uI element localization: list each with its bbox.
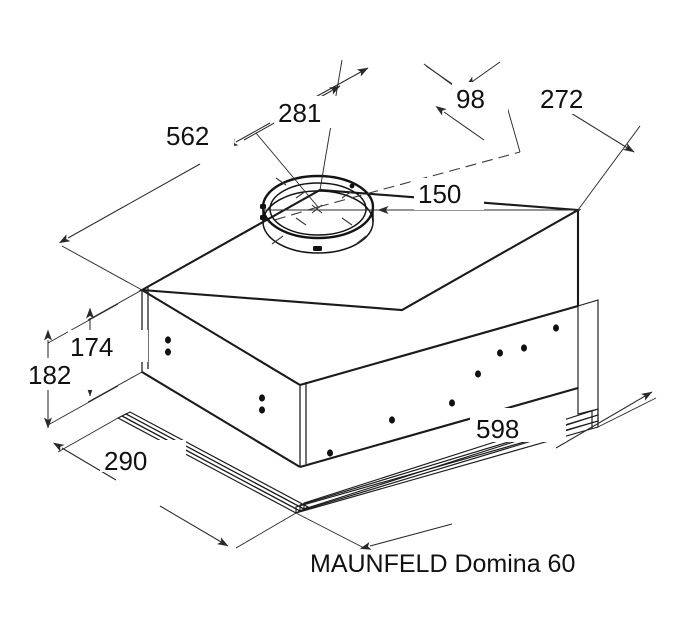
ext-182-top bbox=[47, 303, 119, 344]
dim-label-598: 598 bbox=[476, 414, 519, 444]
ext-182-bottom bbox=[47, 385, 119, 426]
ext-290-left bbox=[57, 417, 119, 453]
dimline-281-b bbox=[309, 67, 369, 101]
dimline-290-a bbox=[52, 442, 117, 481]
duct-collar-inner-lip bbox=[269, 182, 367, 236]
top-dimension-group: 562 281 98 272 bbox=[58, 59, 641, 291]
dim-label-174: 174 bbox=[70, 332, 113, 362]
dimline-290-b bbox=[159, 505, 229, 547]
dim-label-182: 182 bbox=[28, 360, 71, 390]
dimline-598-b bbox=[555, 391, 653, 449]
body-top-face bbox=[142, 190, 578, 310]
ext-174-top bbox=[87, 289, 143, 321]
body-top-left-fold bbox=[141, 289, 301, 386]
dim-label-281: 281 bbox=[278, 98, 321, 128]
ext-598-left bbox=[295, 512, 367, 550]
dim-label-272: 272 bbox=[540, 84, 583, 114]
body-top-right-fold bbox=[299, 304, 579, 387]
body-right-face bbox=[300, 306, 578, 467]
dim-label-290: 290 bbox=[104, 446, 147, 476]
mounting-flange bbox=[116, 299, 599, 514]
flange-width-dimension-group: 598 bbox=[295, 391, 657, 550]
ext-290-right bbox=[235, 512, 297, 549]
dim-label-562: 562 bbox=[166, 121, 209, 151]
vertical-dimension-group: 174 182 bbox=[26, 289, 148, 429]
body-bottom-left bbox=[141, 371, 301, 468]
dimline-562-a bbox=[58, 163, 201, 244]
duct-center-cross bbox=[311, 204, 323, 214]
flange-right-plate bbox=[578, 300, 598, 414]
dimline-98-b bbox=[435, 105, 485, 141]
flange-strip-left-inner2 bbox=[124, 411, 310, 510]
flange-left-edge bbox=[118, 372, 142, 418]
ext-281-duct bbox=[255, 132, 319, 208]
dimline-598-a bbox=[359, 523, 453, 550]
dimline-272-b bbox=[565, 109, 635, 153]
dim-label-98: 98 bbox=[456, 84, 485, 114]
body-left-face bbox=[142, 290, 300, 467]
dim-label-150: 150 bbox=[418, 179, 461, 209]
body-edges bbox=[138, 188, 582, 469]
ext-174-bottom bbox=[87, 371, 143, 403]
body-bottom-right bbox=[299, 386, 579, 469]
duct-diameter-group: 150 bbox=[414, 178, 484, 210]
dimline-281-a bbox=[226, 122, 271, 148]
hood-body bbox=[142, 190, 578, 467]
flange-right-plate-outline bbox=[577, 299, 599, 415]
drawing-title: MAUNFELD Domina 60 bbox=[310, 550, 575, 578]
ext-272-right bbox=[577, 125, 641, 211]
ext-598-right bbox=[597, 397, 657, 428]
fastener-dots bbox=[165, 324, 559, 457]
depth-dimension-group: 290 bbox=[52, 417, 297, 549]
ext-562-left bbox=[61, 245, 143, 291]
